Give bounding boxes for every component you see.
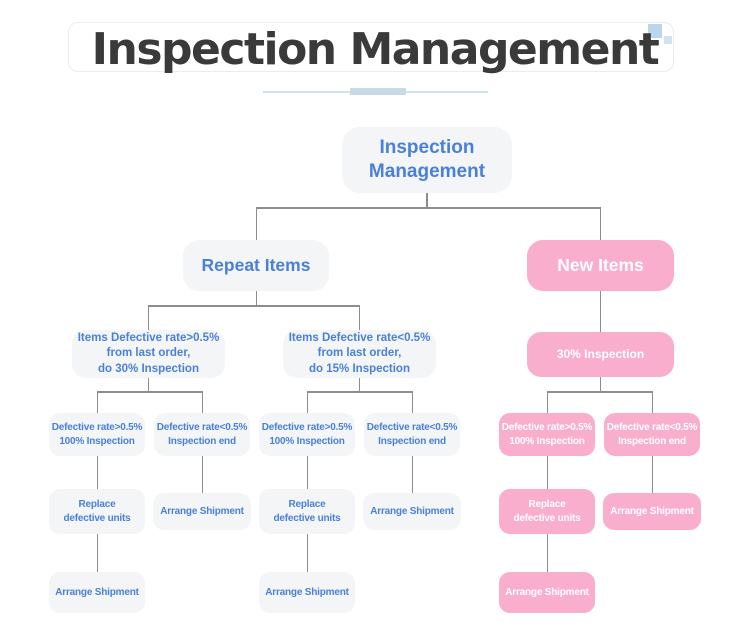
node-repeat-rule-gt: Items Defective rate>0.5% from last orde… [72,330,225,378]
connector-line [411,456,413,493]
node-replace-defective-units: Replace defective units [499,489,595,534]
connector-line [411,391,413,413]
connector-line [599,207,601,240]
node-defect-lt-inspection-end: Defective rate<0.5% Inspection end [604,413,700,456]
decor-square-icon [648,24,662,38]
connector-line [255,207,601,209]
header-card [68,22,674,72]
connector-line [96,391,98,413]
node-new-30pct-inspection: 30% Inspection [527,332,674,377]
node-repeat-rule-lt: Items Defective rate<0.5% from last orde… [283,330,436,378]
node-repeat-items: Repeat Items [183,240,329,291]
connector-line [546,391,653,393]
decor-square-small-icon [664,36,672,44]
node-arrange-shipment: Arrange Shipment [363,493,461,530]
connector-line [201,391,203,413]
connector-line [651,456,653,493]
node-new-items: New Items [527,240,674,291]
node-arrange-shipment: Arrange Shipment [603,493,701,530]
connector-line [599,291,601,332]
connector-line [96,534,98,572]
connector-line [358,305,360,330]
connector-line [201,456,203,493]
connector-line [96,391,203,393]
connector-line [306,391,413,393]
connector-line [147,305,360,307]
node-defect-gt-100-inspection: Defective rate>0.5% 100% Inspection [259,413,355,456]
node-defect-gt-100-inspection: Defective rate>0.5% 100% Inspection [499,413,595,456]
page-title: Inspection Management [91,24,660,75]
connector-line [306,534,308,572]
node-replace-defective-units: Replace defective units [259,489,355,534]
connector-line [546,534,548,572]
connector-line [546,456,548,489]
connector-line [255,291,257,305]
connector-line [306,456,308,489]
node-defect-gt-100-inspection: Defective rate>0.5% 100% Inspection [49,413,145,456]
connector-line [255,207,257,240]
connector-line [96,456,98,489]
connector-line [651,391,653,413]
node-arrange-shipment: Arrange Shipment [259,572,355,613]
connector-line [358,378,360,391]
title-underline-accent [350,88,406,95]
connector-line [599,377,601,391]
connector-line [147,305,149,330]
connector-line [147,378,149,391]
node-root: Inspection Management [342,127,512,193]
node-arrange-shipment: Arrange Shipment [49,572,145,613]
node-arrange-shipment: Arrange Shipment [153,493,251,530]
node-arrange-shipment: Arrange Shipment [499,572,595,613]
connector-line [306,391,308,413]
connector-line [426,192,428,207]
node-defect-lt-inspection-end: Defective rate<0.5% Inspection end [154,413,250,456]
node-replace-defective-units: Replace defective units [49,489,145,534]
connector-line [546,391,548,413]
node-defect-lt-inspection-end: Defective rate<0.5% Inspection end [364,413,460,456]
